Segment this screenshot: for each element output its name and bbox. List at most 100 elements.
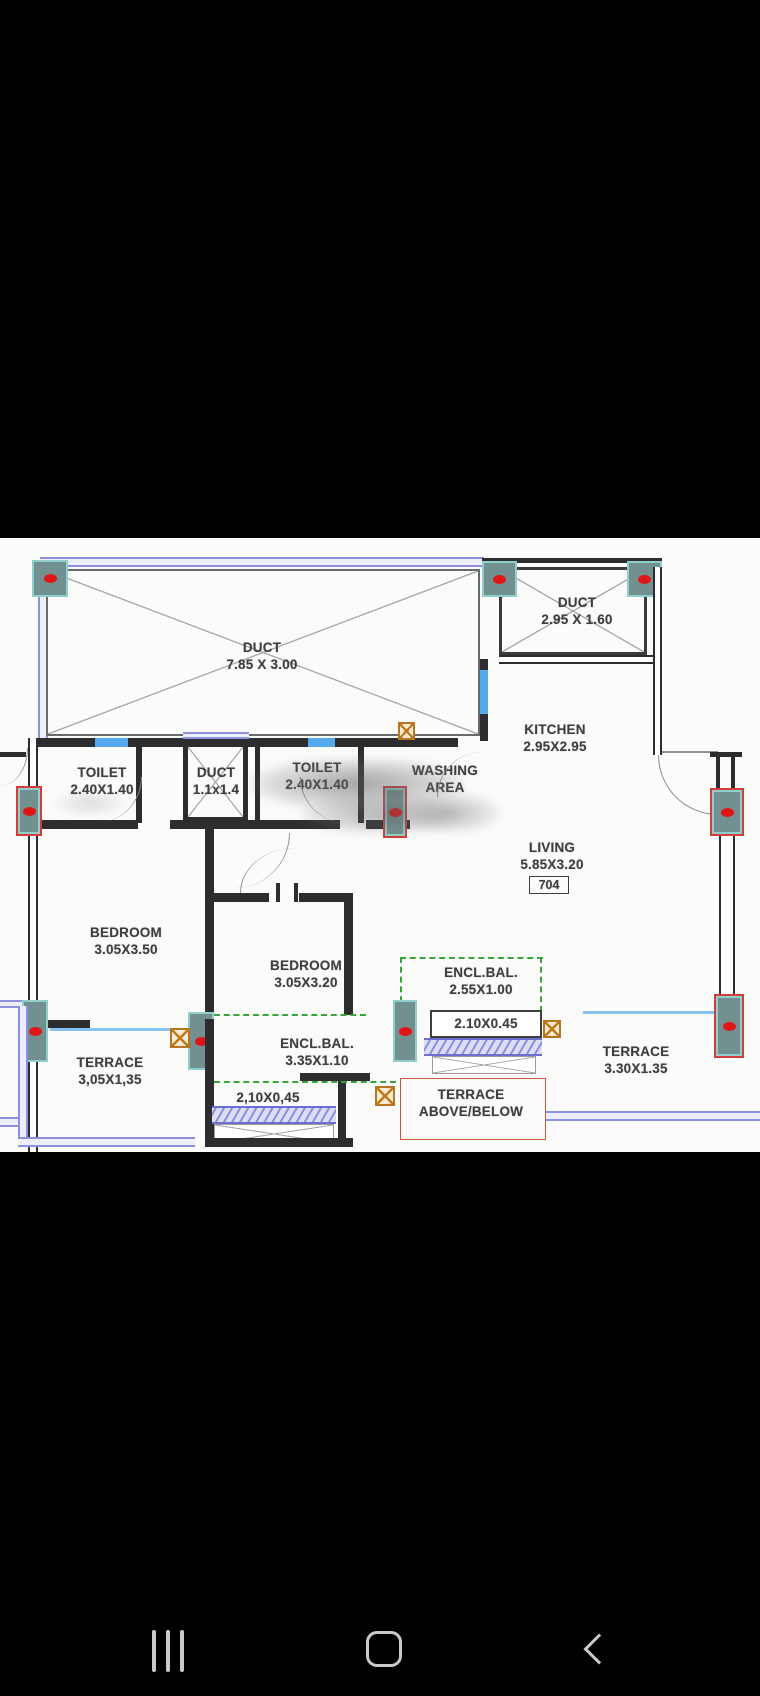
- wall: [205, 1019, 214, 1147]
- balcony-dashed-line: [540, 957, 542, 1012]
- railing: [18, 1137, 195, 1147]
- blurred-fixtures: [400, 793, 500, 833]
- blurred-fixtures: [55, 790, 125, 816]
- entry-door-frame: [716, 757, 720, 789]
- recents-button[interactable]: [150, 1630, 194, 1672]
- bottom-letterbox: [0, 1152, 760, 1696]
- wall: [28, 820, 138, 829]
- unit-number-badge: 704: [529, 876, 569, 894]
- entry-threshold-line: [662, 751, 718, 753]
- wall: [0, 752, 26, 757]
- android-nav-bar: [0, 1600, 760, 1696]
- recents-icon: [152, 1630, 156, 1672]
- label-dim-right: 2.10X0.45: [454, 1016, 518, 1031]
- sliding-window-line: [50, 1028, 188, 1031]
- duct-small-shaft: [188, 747, 243, 817]
- column-red-marker: [388, 807, 402, 817]
- flower-bed-strip: [212, 1106, 336, 1124]
- column-red-marker: [22, 806, 36, 816]
- balcony-dashed-line: [400, 957, 543, 959]
- column-marker: [482, 561, 517, 597]
- column-red-marker: [194, 1036, 208, 1046]
- railing: [18, 1006, 28, 1147]
- column-red-marker: [28, 1026, 42, 1036]
- column-red-marker: [493, 574, 506, 584]
- duct-top-shaft: [46, 569, 480, 736]
- column-marker: [16, 786, 42, 836]
- wall: [214, 893, 269, 902]
- balcony-dashed-line: [400, 957, 402, 1012]
- railing: [183, 732, 249, 739]
- wall: [719, 836, 735, 994]
- label-dim-left: 2,10X0,45: [236, 1090, 300, 1105]
- back-chevron-icon: [583, 1633, 615, 1665]
- shaft-hatch-icon: [375, 1086, 395, 1106]
- shaft-hatch-icon: [170, 1028, 190, 1048]
- recents-icon: [166, 1630, 170, 1672]
- window-blue: [95, 738, 128, 747]
- recents-icon: [180, 1630, 184, 1672]
- railing: [40, 557, 484, 567]
- wall: [183, 747, 188, 823]
- column-marker: [32, 560, 68, 597]
- shaft-hatch-icon: [398, 722, 415, 740]
- blurred-watermark: [250, 758, 465, 810]
- back-button[interactable]: [583, 1633, 615, 1665]
- column-marker: [710, 788, 744, 836]
- terrace-above-below-outline: [400, 1078, 546, 1140]
- shaft-cross-lines: [48, 571, 478, 734]
- home-button[interactable]: [366, 1631, 402, 1667]
- blurred-watermark: [300, 796, 460, 834]
- wall: [243, 747, 248, 823]
- duct-right-shaft: [499, 567, 647, 655]
- wall: [299, 893, 353, 902]
- entry-door-frame: [710, 752, 742, 757]
- column-marker: [393, 1000, 417, 1062]
- wall: [28, 738, 458, 747]
- balcony-dashed-line: [214, 1081, 396, 1083]
- sliding-window-line: [583, 1011, 714, 1014]
- wall: [205, 829, 214, 1019]
- dim-box-right: [430, 1010, 542, 1038]
- wall: [170, 820, 340, 829]
- door-swing-arc: [658, 755, 718, 815]
- column-red-marker: [638, 574, 651, 584]
- railing: [545, 1111, 760, 1121]
- railing: [0, 1000, 22, 1008]
- home-icon: [366, 1631, 402, 1667]
- wall: [28, 738, 38, 1152]
- wall: [338, 1080, 346, 1140]
- column-red-marker: [43, 574, 57, 583]
- entry-door-frame: [731, 757, 735, 789]
- wall: [344, 893, 353, 1015]
- label-encl-bal-mid: ENCL.BAL.3.35X1.10: [280, 1036, 354, 1068]
- flower-bed-strip: [424, 1038, 542, 1056]
- balcony-dashed-line: [214, 1014, 366, 1016]
- window-blue: [480, 670, 488, 714]
- shaft-cross-lines: [502, 570, 644, 652]
- window-blue: [308, 738, 335, 747]
- shaft-hatch-icon: [543, 1020, 561, 1038]
- door-jamb: [294, 883, 298, 902]
- wall: [482, 558, 662, 563]
- column-red-marker: [722, 1021, 736, 1031]
- shaft-cross-lines: [188, 747, 243, 817]
- wall: [205, 1138, 353, 1147]
- column-red-marker: [720, 807, 734, 817]
- wall: [38, 1020, 90, 1028]
- wall: [499, 655, 662, 664]
- column-marker: [714, 994, 744, 1058]
- label-encl-bal-right: ENCL.BAL.2.55X1.00: [444, 965, 518, 997]
- top-letterbox: [0, 0, 760, 538]
